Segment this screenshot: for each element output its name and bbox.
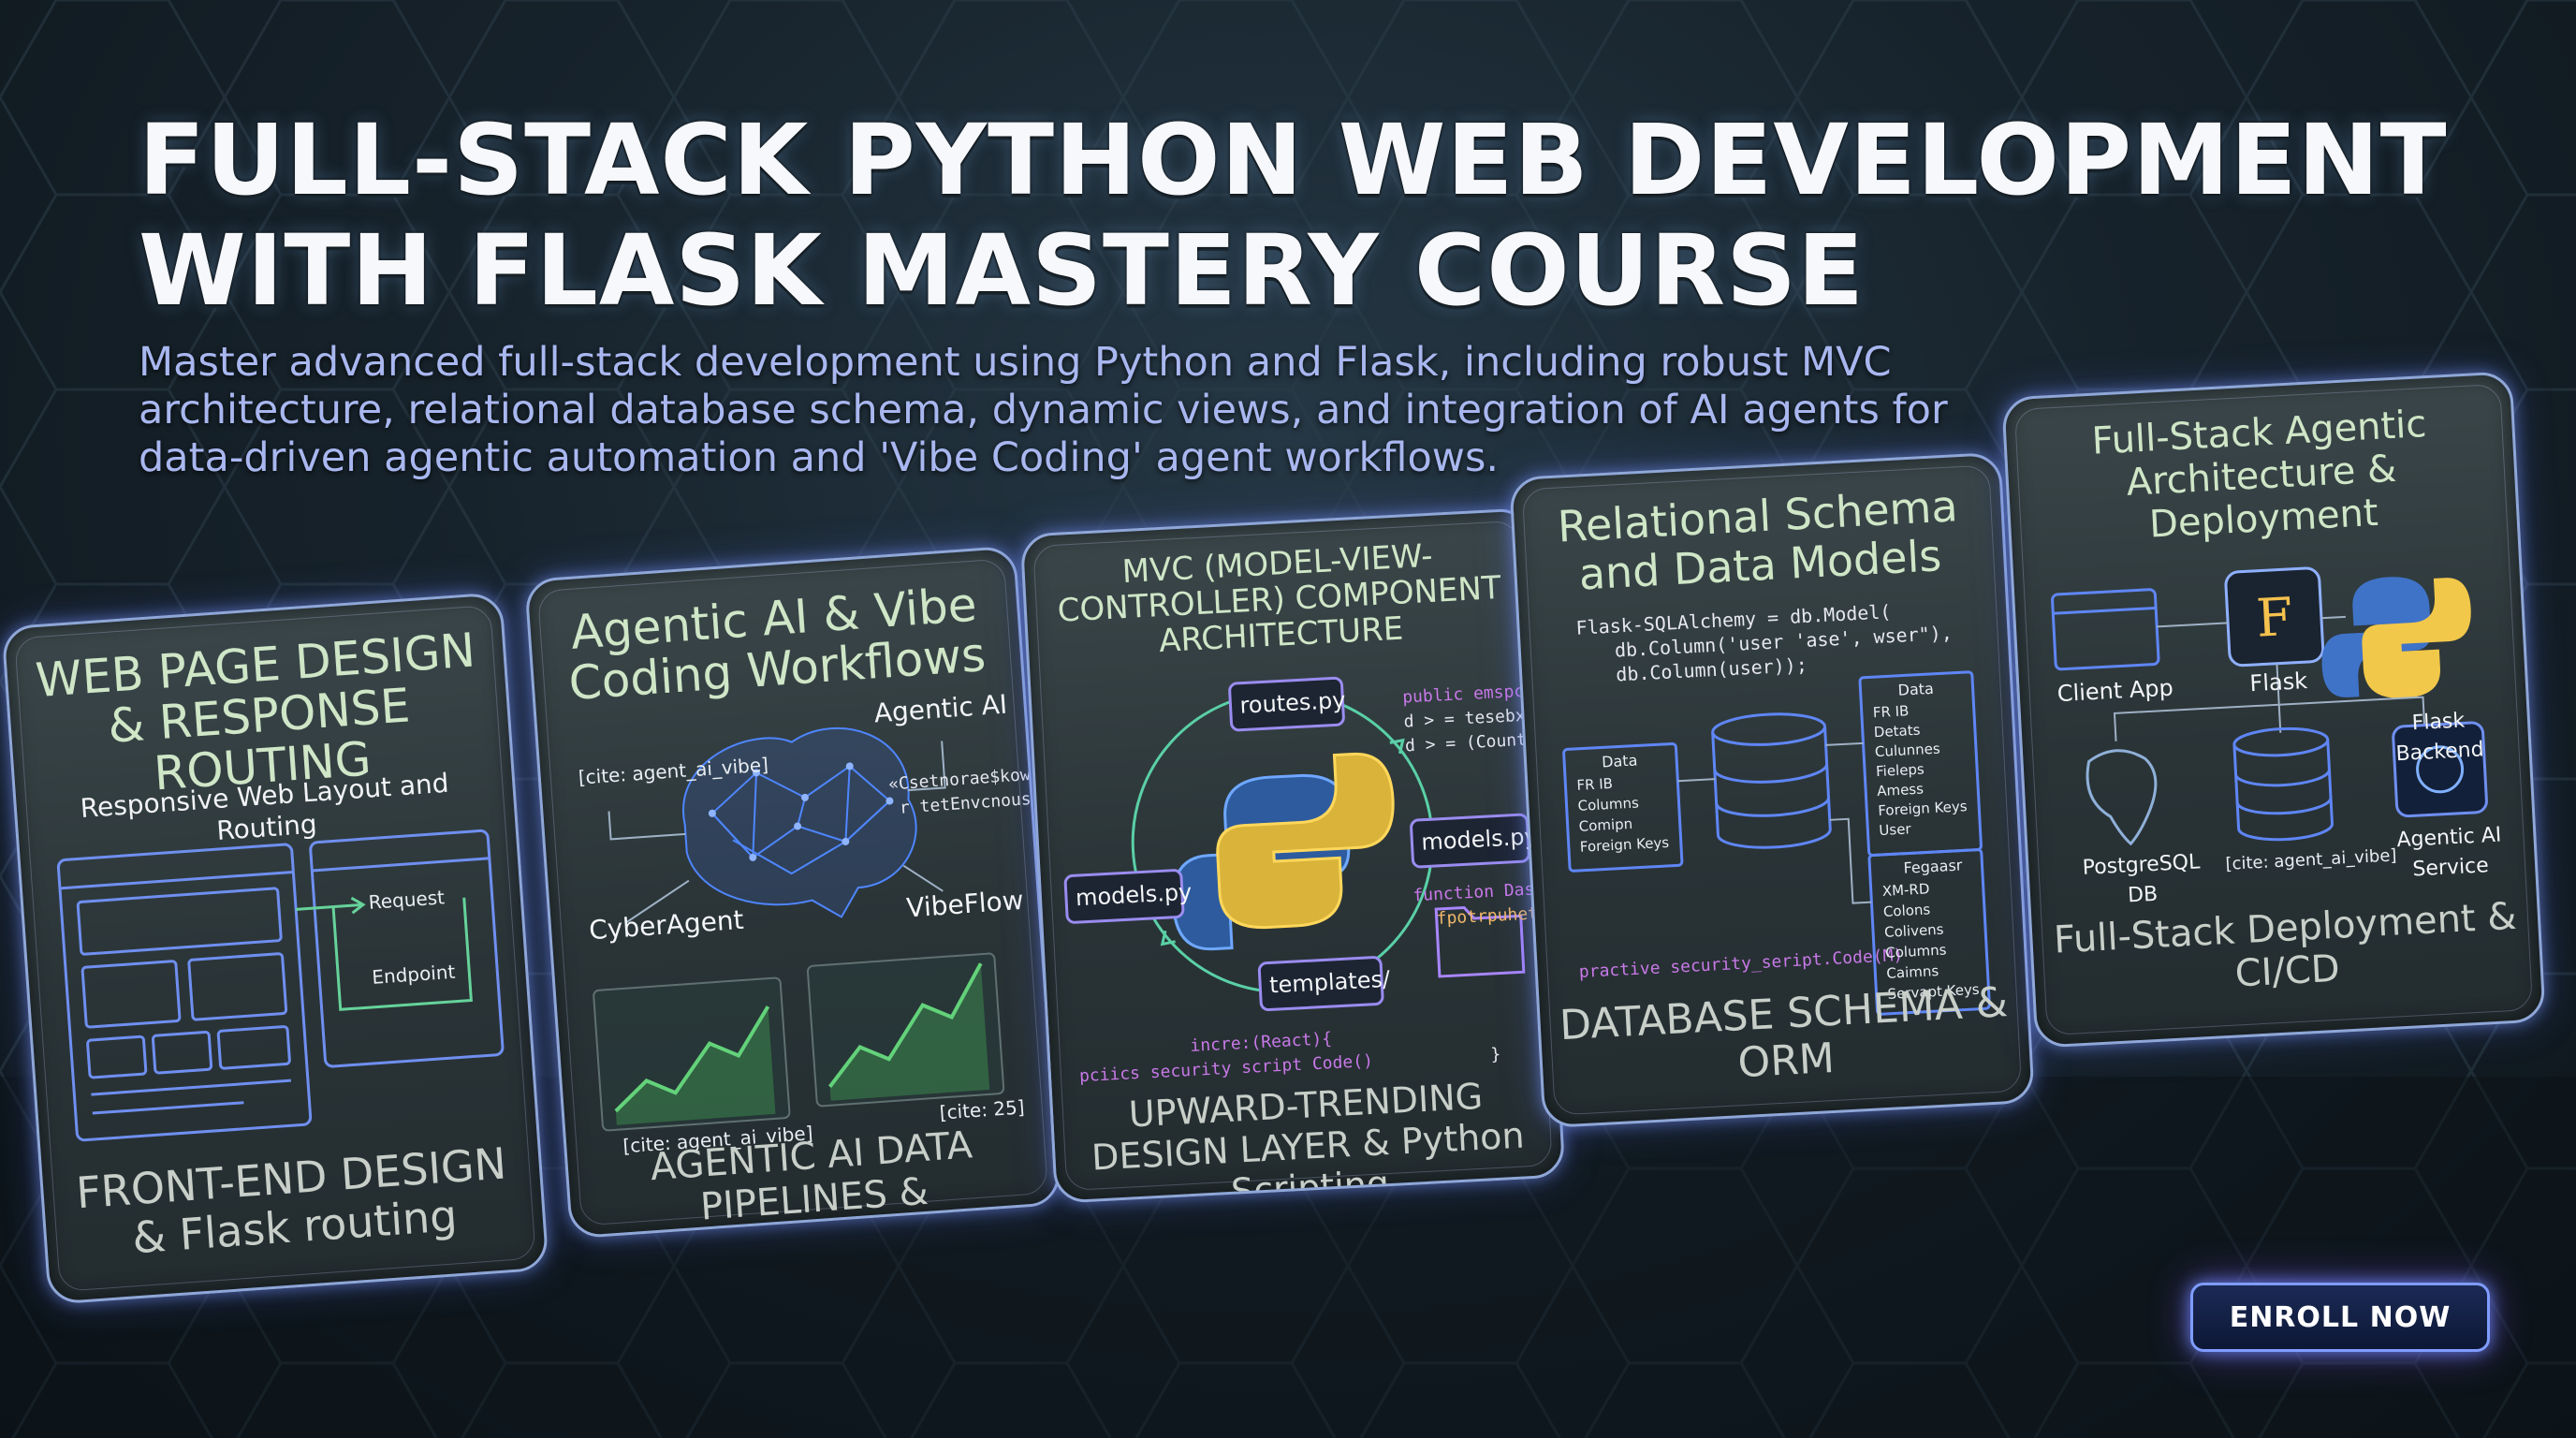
- module-card-mvc[interactable]: MVC (MODEL-VIEW-CONTROLLER) COMPONENT AR…: [1019, 507, 1566, 1204]
- course-title-line-2: WITH FLASK MASTERY COURSE: [139, 213, 1866, 328]
- models-file-label: models.py: [1075, 878, 1193, 912]
- hero-section: FULL-STACK PYTHON WEB DEVELOPMENT WITH F…: [139, 105, 2535, 482]
- course-description: Master advanced full-stack development u…: [139, 339, 1948, 481]
- client-app-label: Client App: [2056, 674, 2174, 708]
- flask-backend-label: Flask Backend: [2394, 709, 2485, 767]
- postgresql-label: PostgreSQL DB: [2082, 850, 2201, 908]
- table-title: Data: [1601, 751, 1638, 771]
- course-title-line-1: FULL-STACK PYTHON WEB DEVELOPMENT: [139, 103, 2448, 217]
- routes-file-label: routes.py: [1238, 686, 1347, 719]
- templates-folder-label: templates/: [1268, 965, 1391, 999]
- table-title: Data: [1897, 679, 1935, 699]
- table-right-rows: FR IB Detats Culunnes Fieleps Amess Fore…: [1872, 698, 1969, 841]
- module-card-deployment[interactable]: Full-Stack Agentic Architecture & Deploy…: [2001, 371, 2546, 1049]
- agentic-ai-service-label: Agentic AI Service: [2395, 823, 2502, 882]
- code-snippet: }: [1489, 1044, 1501, 1065]
- database-schema-illustration: [1562, 670, 1991, 1016]
- module-card-agentic-ai[interactable]: Agentic AI & Vibe Coding Workflows: [524, 545, 1061, 1240]
- table-left-rows: FR IB Columns Comipn Foreign Keys: [1576, 770, 1670, 858]
- flask-label: Flask: [2248, 668, 2308, 697]
- svg-text:F: F: [2255, 587, 2294, 650]
- enroll-now-button[interactable]: ENROLL NOW: [2190, 1283, 2490, 1352]
- course-title: FULL-STACK PYTHON WEB DEVELOPMENT WITH F…: [139, 105, 2535, 326]
- table-title: Fegaasr: [1903, 856, 1963, 877]
- ai-brain-illustration: [593, 727, 1005, 1132]
- models-file-label: models.py: [1420, 823, 1539, 856]
- module-card-relational-schema[interactable]: Relational Schema and Data Models Flask-…: [1509, 451, 2035, 1129]
- deployment-architecture-illustration: F: [2051, 566, 2488, 846]
- mvc-cycle-illustration: [1063, 676, 1530, 1012]
- web-layout-illustration: [56, 829, 505, 1142]
- module-card-web-design[interactable]: WEB PAGE DESIGN & RESPONSE ROUTING Respo…: [1, 592, 549, 1305]
